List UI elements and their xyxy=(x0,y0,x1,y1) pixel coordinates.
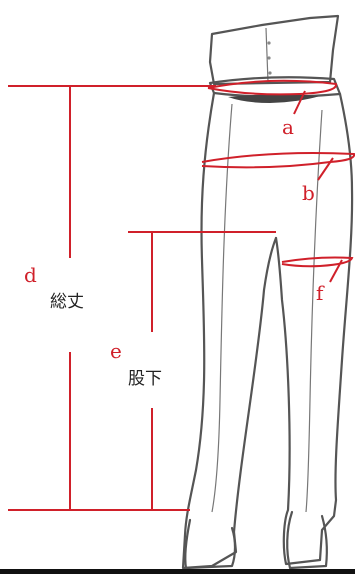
left-shoe xyxy=(184,518,237,570)
right-shoe xyxy=(286,510,328,570)
pants-illustration xyxy=(181,14,354,570)
hip-measure-arc xyxy=(201,152,355,169)
label-a: a xyxy=(282,115,294,139)
label-e: e xyxy=(110,339,122,363)
label-total-length: 総丈 xyxy=(50,292,84,312)
thigh-measure-arc xyxy=(281,256,354,268)
label-inseam: 股下 xyxy=(128,369,162,389)
waistband-shadow xyxy=(228,94,320,103)
shirt-torso xyxy=(208,14,340,86)
right-leg-outline xyxy=(274,92,354,566)
shirt-placket xyxy=(265,27,269,83)
thigh-leader xyxy=(329,259,343,283)
measurements xyxy=(8,79,355,511)
shirt-button xyxy=(267,56,271,60)
ground-line xyxy=(0,569,355,574)
label-d: d xyxy=(24,263,37,287)
label-b: b xyxy=(302,181,315,205)
label-f: f xyxy=(316,281,325,305)
left-leg-crease xyxy=(211,103,233,513)
left-leg-outline xyxy=(181,91,278,570)
right-leg-crease xyxy=(305,109,323,513)
shirt-button xyxy=(268,71,272,75)
waist-measure-arc xyxy=(207,79,338,96)
shirt-button xyxy=(267,41,271,45)
waist-leader xyxy=(293,90,306,115)
hip-leader xyxy=(317,157,334,181)
